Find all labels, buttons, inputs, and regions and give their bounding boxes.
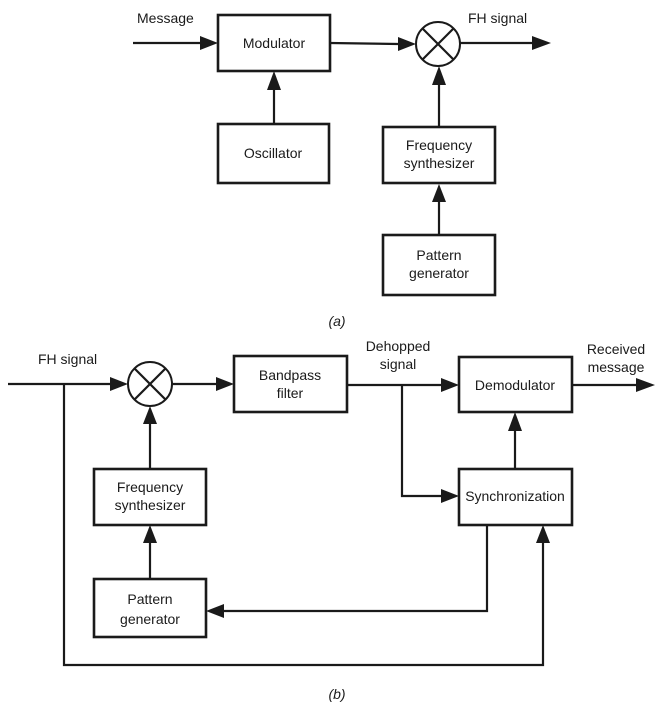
arrowhead-icon bbox=[536, 525, 550, 543]
pattern-gen-label-line2: generator bbox=[409, 265, 469, 281]
bandpass-filter-block bbox=[232, 354, 349, 414]
arrowhead-icon bbox=[432, 66, 446, 85]
arrowhead-icon bbox=[216, 377, 234, 391]
modulator-label: Modulator bbox=[243, 35, 306, 51]
arrowhead-icon bbox=[143, 406, 157, 424]
dehopped-to-sync-line bbox=[400, 385, 441, 498]
mixer-b bbox=[127, 361, 173, 407]
freq-synth-b-label-line1: Frequency bbox=[117, 479, 183, 495]
diagram-a: Message Modulator FH signal Oscillator F… bbox=[133, 10, 551, 329]
oscillator-label: Oscillator bbox=[244, 145, 303, 161]
received-label-line2: message bbox=[588, 359, 645, 375]
arrowhead-icon bbox=[143, 525, 157, 543]
arrowhead-icon bbox=[508, 412, 522, 431]
fh-signal-output-label: FH signal bbox=[468, 10, 527, 26]
arrowhead-icon bbox=[110, 377, 128, 391]
arrowhead-icon bbox=[200, 36, 218, 50]
message-input-label: Message bbox=[137, 10, 194, 26]
arrowhead-icon bbox=[432, 184, 446, 202]
fh-signal-input-label: FH signal bbox=[38, 351, 97, 367]
arrowhead-icon bbox=[636, 378, 655, 392]
freq-synth-label-line1: Frequency bbox=[406, 137, 472, 153]
caption-b: (b) bbox=[328, 686, 345, 702]
arrowhead-icon bbox=[398, 37, 416, 51]
bandpass-label-line2: filter bbox=[277, 385, 304, 401]
mixer-a bbox=[415, 21, 461, 67]
dehopped-label-line2: signal bbox=[380, 356, 417, 372]
arrowhead-icon bbox=[267, 71, 281, 90]
modulator-to-mixer-line bbox=[329, 41, 399, 46]
frequency-synthesizer-block-a bbox=[381, 125, 497, 185]
arrowhead-icon bbox=[441, 489, 459, 503]
caption-a: (a) bbox=[328, 313, 345, 329]
pattern-gen-label-line1: Pattern bbox=[416, 247, 461, 263]
freq-synth-b-label-line2: synthesizer bbox=[115, 497, 186, 513]
dehopped-label-line1: Dehopped bbox=[366, 338, 431, 354]
freq-synth-label-line2: synthesizer bbox=[404, 155, 475, 171]
pattern-generator-block-b bbox=[92, 577, 208, 639]
arrowhead-icon bbox=[206, 604, 224, 618]
mixer-cross-icon bbox=[421, 27, 455, 61]
pattern-generator-block-a bbox=[381, 233, 497, 297]
demodulator-label: Demodulator bbox=[475, 377, 555, 393]
arrowhead-icon bbox=[532, 36, 551, 50]
arrowhead-icon bbox=[441, 378, 459, 392]
pattern-gen-b-label-line1: Pattern bbox=[127, 591, 172, 607]
oscillator-block bbox=[216, 122, 331, 185]
synchronization-label: Synchronization bbox=[465, 488, 565, 504]
input-to-sync-loop-line bbox=[62, 384, 545, 667]
received-label-line1: Received bbox=[587, 341, 645, 357]
mixer-cross-icon bbox=[133, 367, 167, 401]
diagram-b: FH signal Bandpass filter Dehopped signa… bbox=[8, 338, 655, 702]
pattern-gen-b-label-line2: generator bbox=[120, 611, 180, 627]
bandpass-label-line1: Bandpass bbox=[259, 367, 321, 383]
sync-to-pattern-line bbox=[224, 525, 489, 613]
